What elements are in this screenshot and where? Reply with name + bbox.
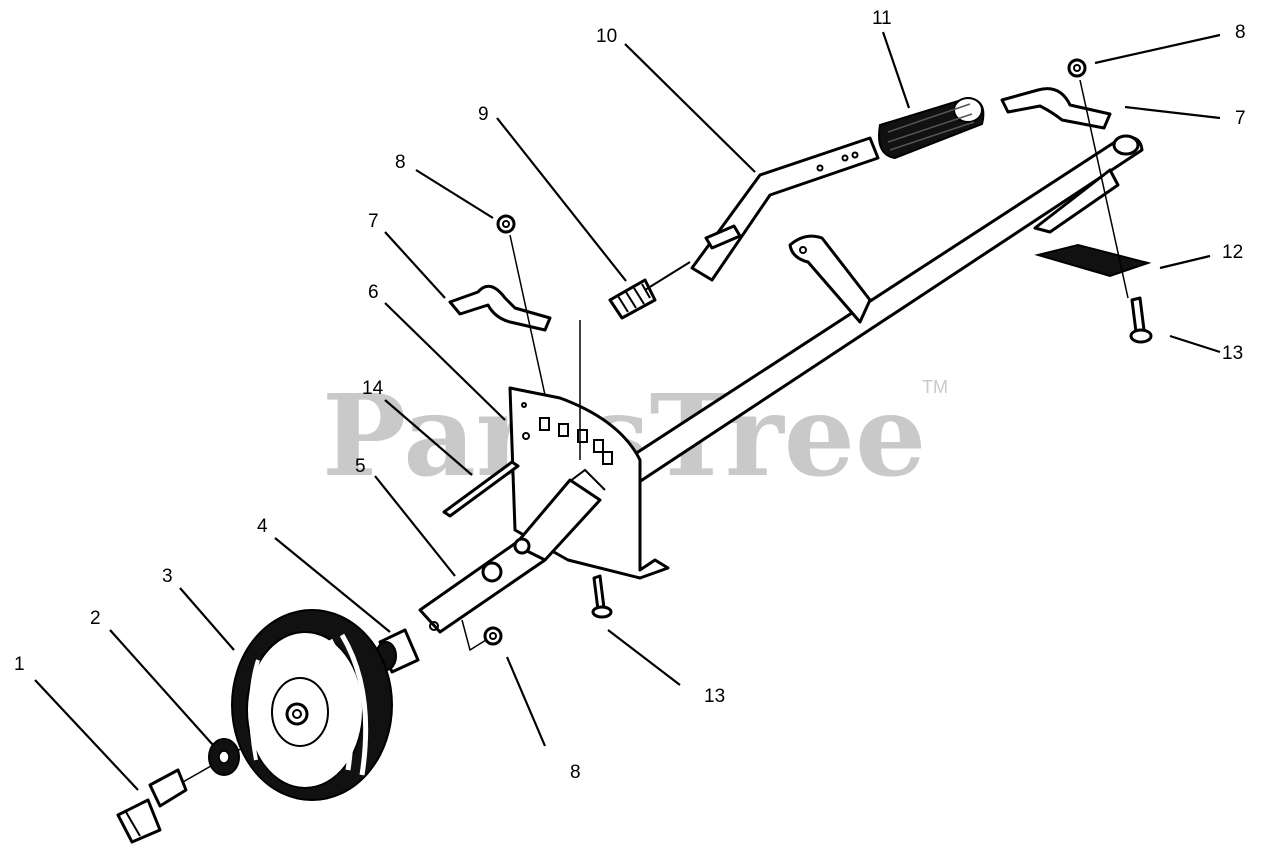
bolt-right — [1129, 296, 1153, 344]
callout-8-upper-right: 8 — [1235, 22, 1246, 43]
washer — [208, 738, 240, 776]
handle-lever — [690, 136, 880, 282]
callouts: 1 2 3 4 5 6 7 7 8 8 8 9 10 11 12 13 13 1… — [14, 8, 1246, 783]
frame-mount-tab — [788, 234, 872, 324]
bolt-lower — [591, 574, 613, 619]
nut-lower — [483, 626, 503, 646]
callout-6: 6 — [368, 282, 379, 303]
watermark-trademark: TM — [922, 377, 948, 397]
callout-10: 10 — [596, 26, 617, 47]
callout-7-right: 7 — [1235, 108, 1246, 129]
callout-13-right: 13 — [1222, 343, 1243, 364]
callout-1: 1 — [14, 654, 25, 675]
callout-12: 12 — [1222, 242, 1243, 263]
callout-11: 11 — [872, 8, 892, 29]
frame-tube — [596, 134, 1144, 490]
callout-3: 3 — [162, 566, 173, 587]
callout-2: 2 — [90, 608, 101, 629]
callout-4: 4 — [257, 516, 268, 537]
callout-9: 9 — [478, 104, 489, 125]
callout-14: 14 — [362, 378, 384, 399]
callout-7-left: 7 — [368, 211, 379, 232]
callout-8-upper-left: 8 — [395, 152, 406, 173]
callout-5: 5 — [355, 456, 366, 477]
callout-8-lower: 8 — [570, 762, 581, 783]
bushing — [375, 628, 420, 674]
leader-lines — [34, 31, 1221, 791]
clamp-left — [448, 284, 552, 332]
spring-knob — [608, 261, 691, 320]
clamp-right — [1000, 87, 1112, 130]
foot-pedal — [1034, 243, 1152, 278]
cotter-pin — [442, 460, 520, 518]
nut-upper-right — [1067, 58, 1087, 78]
callout-13-lower: 13 — [704, 686, 725, 707]
shoulder-bolt — [116, 768, 188, 844]
hand-grip — [878, 96, 985, 160]
pivot-arm — [418, 468, 606, 634]
nut-upper-left — [496, 214, 516, 234]
wheel — [231, 609, 393, 801]
